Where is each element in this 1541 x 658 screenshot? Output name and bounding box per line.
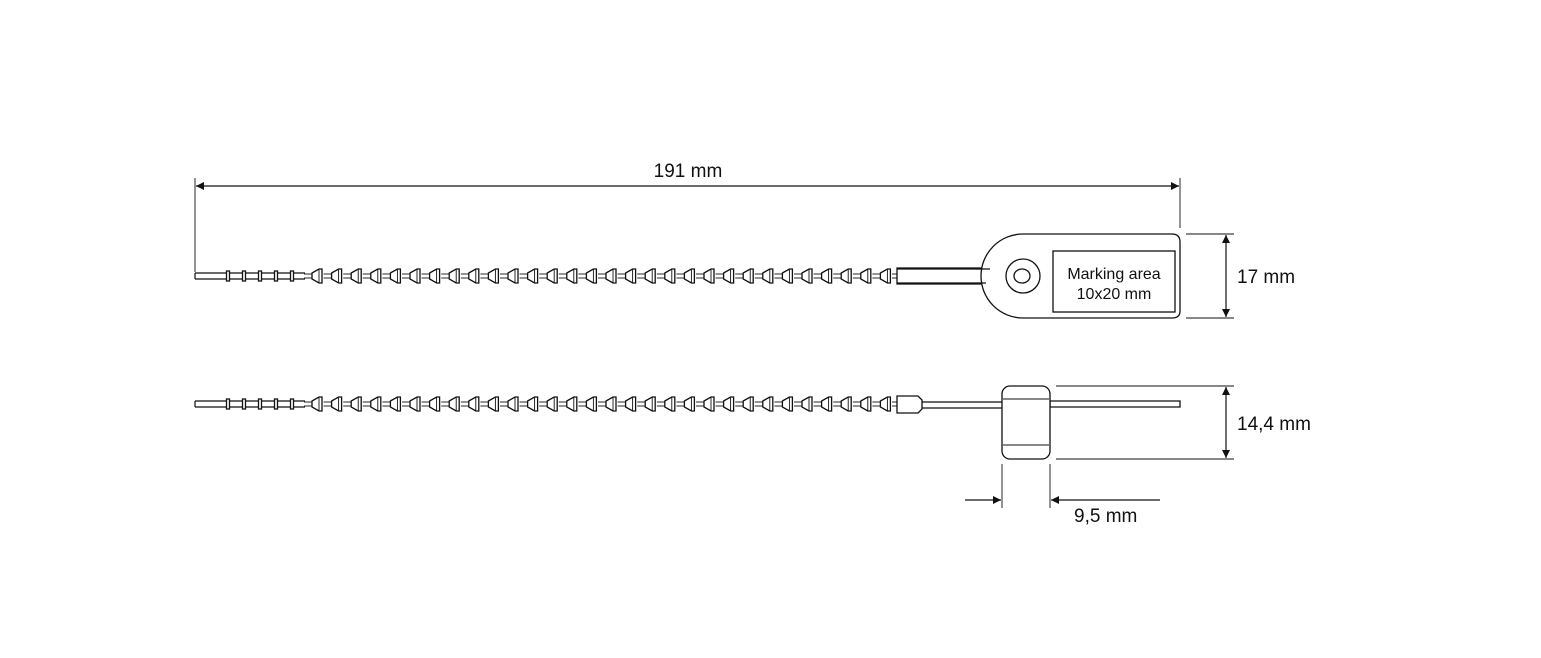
strap-top-bead bbox=[860, 268, 872, 284]
length-dimension: 191 mm bbox=[194, 161, 1181, 272]
strap-side-tick bbox=[257, 398, 263, 410]
strap-top-bead bbox=[683, 268, 696, 284]
strap-top-bead bbox=[468, 268, 480, 284]
body-height-dimension: 14,4 mm bbox=[1056, 385, 1311, 460]
strap-top-bead bbox=[409, 268, 421, 284]
strap-side-bead bbox=[487, 396, 500, 412]
strap-side-bead bbox=[703, 396, 715, 412]
strap-side-bead bbox=[448, 396, 460, 412]
strap-top-bead bbox=[722, 268, 735, 284]
strap-side-bead bbox=[742, 396, 754, 412]
strap-side-bead bbox=[781, 396, 794, 412]
strap-side-bead bbox=[624, 396, 637, 412]
side-view: 14,4 mm 9,5 mm bbox=[194, 385, 1311, 527]
strap-top-bead bbox=[605, 268, 617, 284]
strap-top-bead bbox=[507, 268, 519, 284]
strap-side-bead bbox=[664, 396, 676, 412]
strap-top-bead bbox=[624, 268, 637, 284]
marking-area-box bbox=[1052, 250, 1176, 313]
strap-top-bead bbox=[781, 268, 794, 284]
strap-side-bead bbox=[801, 396, 813, 412]
strap-top-bead bbox=[311, 268, 323, 284]
strap-top-bead bbox=[703, 268, 715, 284]
strap-top-tick bbox=[241, 270, 247, 282]
strap-top-bead bbox=[840, 268, 852, 284]
strap-top-bead bbox=[428, 268, 441, 284]
strap-top-bead bbox=[526, 268, 539, 284]
strap-side-bead bbox=[507, 396, 519, 412]
strap-top-bead bbox=[664, 268, 676, 284]
strap-side bbox=[194, 396, 897, 412]
strap-top-bead bbox=[801, 268, 813, 284]
strap-side-tick bbox=[289, 398, 295, 410]
strap-top-bead bbox=[644, 268, 656, 284]
strap-top-bead bbox=[820, 268, 833, 284]
strap-top-tick bbox=[257, 270, 263, 282]
strap-top-bead bbox=[566, 268, 578, 284]
strap-top-bead bbox=[330, 268, 343, 284]
strap-tongue-side bbox=[896, 395, 923, 414]
body-width-dimension: 9,5 mm bbox=[965, 464, 1160, 527]
strap-side-bead bbox=[860, 396, 872, 412]
length-label: 191 mm bbox=[654, 161, 723, 182]
strap-top bbox=[194, 268, 897, 284]
strap-side-bead bbox=[526, 396, 539, 412]
marking-area-line1: Marking area bbox=[1067, 266, 1160, 283]
strap-side-bead bbox=[840, 396, 852, 412]
strap-side-bead bbox=[311, 396, 323, 412]
body-width-label: 9,5 mm bbox=[1074, 506, 1137, 527]
strap-side-bead bbox=[566, 396, 578, 412]
strap-side-bead bbox=[428, 396, 441, 412]
strap-side-bead bbox=[389, 396, 402, 412]
tag-profile bbox=[1049, 400, 1181, 408]
strap-top-bead bbox=[350, 268, 362, 284]
strap-top-bead bbox=[370, 268, 382, 284]
strap-tongue-top bbox=[896, 267, 987, 285]
top-view: 191 mm Marking area 10x20 mm 17 mm bbox=[194, 161, 1295, 319]
strap-top-bead bbox=[762, 268, 774, 284]
strap-top-tick bbox=[225, 270, 231, 282]
strap-side-tick bbox=[241, 398, 247, 410]
strap-side-bead bbox=[683, 396, 696, 412]
strap-side-bead bbox=[605, 396, 617, 412]
strap-top-bead bbox=[879, 268, 892, 284]
strap-side-bead bbox=[820, 396, 833, 412]
strap-side-tick bbox=[273, 398, 279, 410]
strap-side-bead bbox=[468, 396, 480, 412]
tag-height-label: 17 mm bbox=[1237, 267, 1295, 288]
strap-top-bead bbox=[546, 268, 558, 284]
strap-side-bead bbox=[585, 396, 598, 412]
strap-side-bead bbox=[546, 396, 558, 412]
strap-side-bead bbox=[879, 396, 892, 412]
marking-area-line2: 10x20 mm bbox=[1077, 286, 1152, 303]
locking-hole-inner bbox=[1013, 268, 1031, 284]
strap-top-bead bbox=[448, 268, 460, 284]
strap-side-bead bbox=[762, 396, 774, 412]
strap-side-bead bbox=[409, 396, 421, 412]
strap-top-bead bbox=[487, 268, 500, 284]
lock-body bbox=[1001, 385, 1051, 460]
strap-top-tick bbox=[289, 270, 295, 282]
strap-top-bead bbox=[389, 268, 402, 284]
tag-height-dimension: 17 mm bbox=[1186, 233, 1295, 319]
strap-side-bead bbox=[722, 396, 735, 412]
strap-top-bead bbox=[742, 268, 754, 284]
strap-side-bead bbox=[330, 396, 343, 412]
strap-top-tick bbox=[273, 270, 279, 282]
strap-side-bead bbox=[350, 396, 362, 412]
strap-side-bead bbox=[644, 396, 656, 412]
strap-side-tick bbox=[225, 398, 231, 410]
strap-side-bead bbox=[370, 396, 382, 412]
strap-top-bead bbox=[585, 268, 598, 284]
body-height-label: 14,4 mm bbox=[1237, 414, 1311, 435]
